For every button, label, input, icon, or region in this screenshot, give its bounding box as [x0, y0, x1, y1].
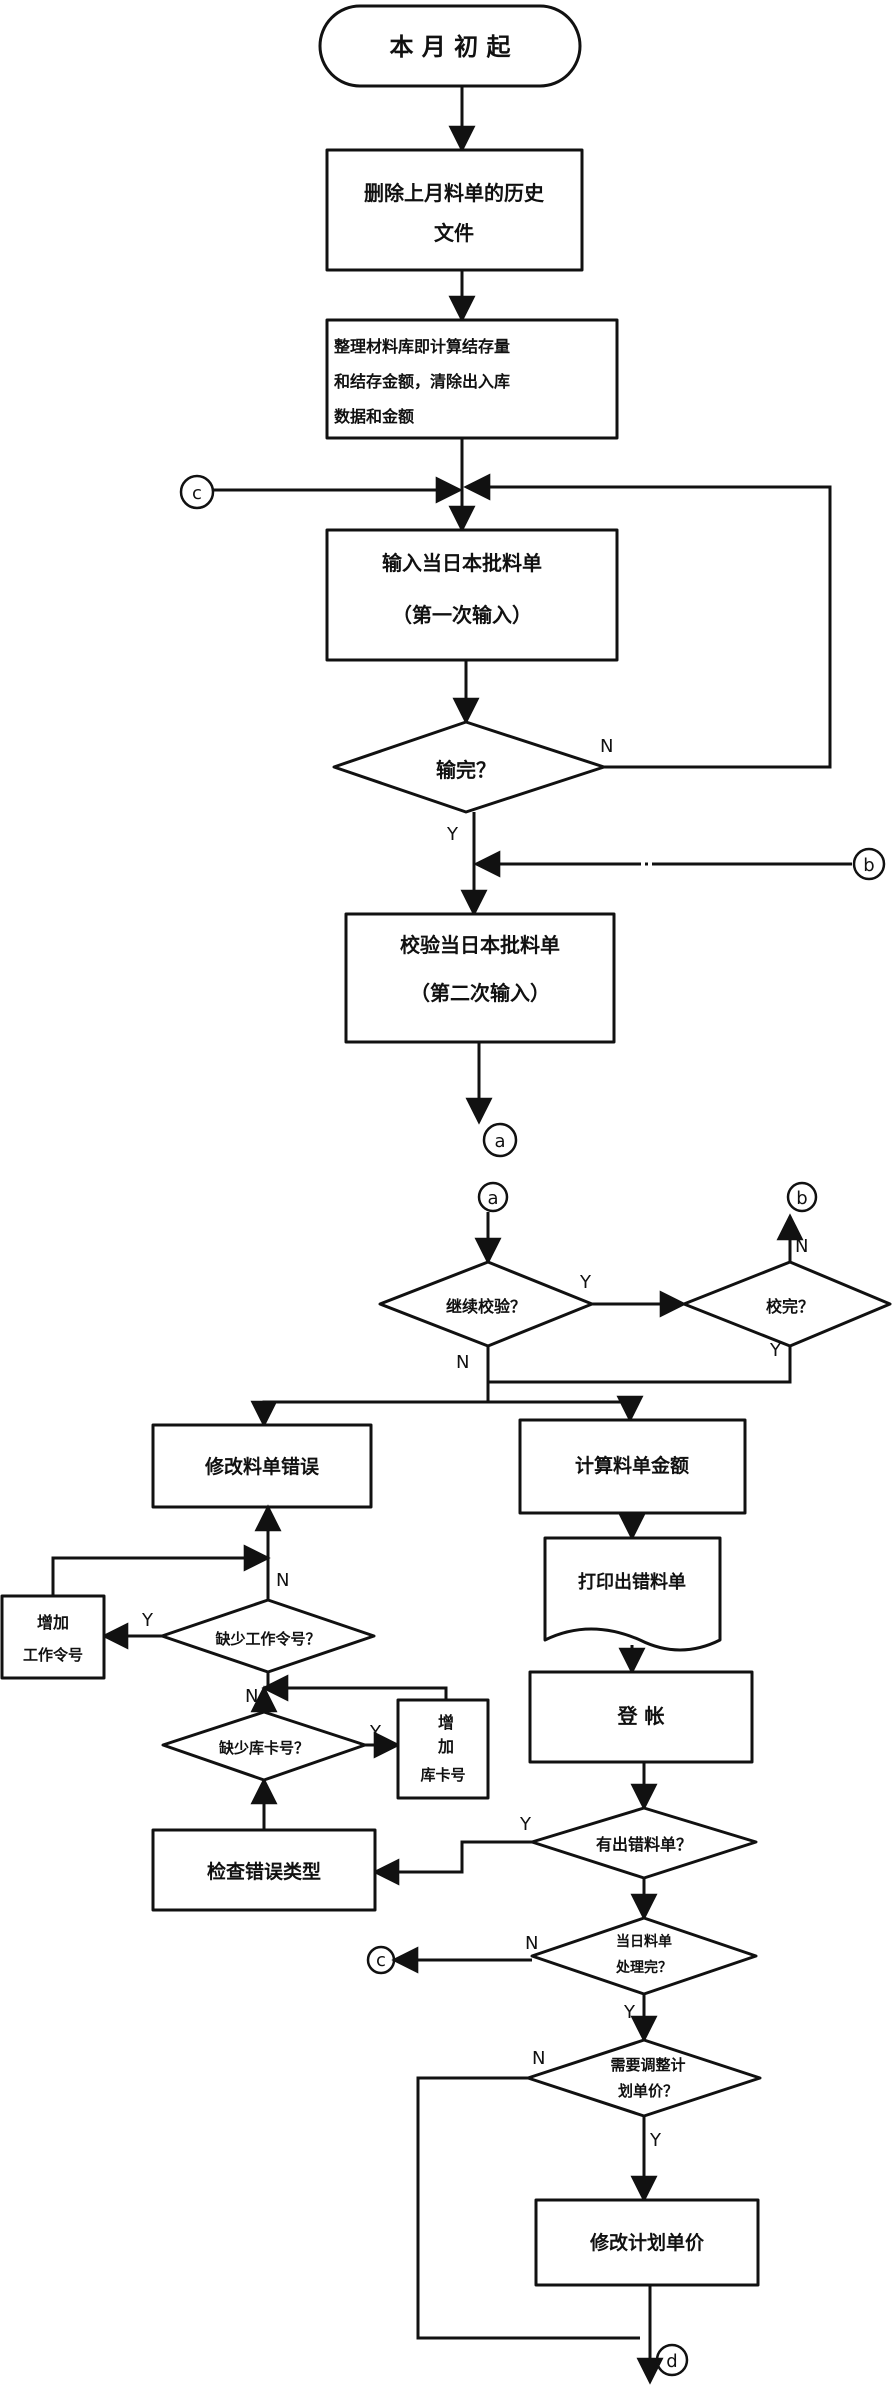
fix-errors-label: 修改料单错误: [204, 1455, 320, 1478]
post-ledger-box: 登 帐: [528, 1670, 754, 1764]
flag-no: N: [600, 736, 613, 757]
modify-price-label: 修改计划单价: [589, 2231, 705, 2254]
input-done-decision: 输完？: [332, 720, 606, 814]
calc-amount-label: 计算料单金额: [575, 1454, 689, 1477]
loop-work-order: [51, 1544, 271, 1596]
connector-d-label: d: [666, 2351, 677, 2372]
day-done-decision: 当日料单 处理完？: [530, 1916, 758, 1996]
merge-line: [488, 1346, 792, 1384]
modify-price-box: 修改计划单价: [534, 2198, 760, 2287]
connector-b-in: b: [852, 847, 886, 881]
skip-modify-line: [416, 2076, 640, 2340]
flag-yes: Y: [369, 1722, 382, 1743]
post-ledger-label: 登 帐: [617, 1704, 665, 1728]
organize-line2: 和结存金额，清除出入库: [334, 372, 510, 391]
verify-second-box: 校验当日本批料单 （第二次输入）: [344, 912, 616, 1044]
connector-c-out-label: c: [376, 1950, 386, 1971]
connector-b-label: b: [863, 855, 874, 876]
flag-yes: Y: [769, 1340, 782, 1361]
verify-done-label: 校完？: [766, 1297, 814, 1316]
input-first-box: 输入当日本批料单 （第一次输入）: [325, 528, 619, 662]
delete-history-line1: 删除上月料单的历史: [364, 181, 545, 205]
connector-c-label: c: [192, 483, 202, 504]
loop-no-input: [463, 473, 832, 769]
connector-b-out-label: b: [796, 1188, 807, 1209]
input-done-label: 输完？: [436, 758, 496, 782]
connector-c-out: c: [366, 1945, 396, 1975]
print-errors-label: 打印出错料单: [578, 1571, 686, 1593]
add-store-card-line3: 库卡号: [420, 1766, 465, 1784]
flag-yes: Y: [519, 1814, 532, 1835]
has-error-label: 有出错料单？: [596, 1835, 692, 1854]
connector-b-out: b: [786, 1181, 818, 1213]
organize-line1: 整理材料库即计算结存量: [333, 337, 510, 356]
add-work-order-line1: 增加: [37, 1613, 69, 1632]
connector-c-in: c: [179, 474, 215, 510]
flag-no: N: [525, 1933, 538, 1954]
flag-no: N: [245, 1686, 258, 1707]
add-work-order-box: 增加 工作令号: [0, 1594, 106, 1680]
connector-d-out: d: [655, 2343, 689, 2377]
flag-no: N: [456, 1352, 469, 1373]
day-done-line1: 当日料单: [616, 1933, 672, 1950]
missing-work-order-label: 缺少工作令号？: [214, 1630, 320, 1648]
loop-store-card: [261, 1674, 448, 1702]
connector-a-in-label: a: [487, 1188, 498, 1209]
check-error-type-box: 检查错误类型: [151, 1828, 377, 1912]
add-work-order-line2: 工作令号: [23, 1646, 83, 1664]
need-adjust-line1: 需要调整计: [610, 2056, 685, 2074]
calc-amount-box: 计算料单金额: [518, 1418, 747, 1515]
delete-history-line2: 文件: [434, 221, 474, 245]
need-adjust-decision: 需要调整计 划单价？: [526, 2038, 762, 2118]
need-adjust-line2: 划单价？: [618, 2082, 678, 2100]
flag-no: N: [795, 1236, 808, 1257]
to-fix-line: [250, 1382, 490, 1428]
organize-store-box: 整理材料库即计算结存量 和结存金额，清除出入库 数据和金额: [325, 318, 619, 440]
connector-a-out: a: [482, 1122, 518, 1158]
day-done-line2: 处理完？: [615, 1959, 672, 1976]
add-store-card-line1: 增: [438, 1713, 454, 1732]
organize-line3: 数据和金额: [334, 407, 414, 426]
missing-work-order-decision: 缺少工作令号？: [160, 1598, 376, 1674]
verify-second-line1: 校验当日本批料单: [400, 933, 560, 957]
input-first-line2: （第一次输入）: [392, 603, 532, 627]
continue-verify-decision: 继续校验？: [378, 1260, 594, 1348]
missing-store-card-label: 缺少库卡号？: [218, 1739, 309, 1757]
check-error-type-label: 检查错误类型: [207, 1860, 321, 1883]
flag-yes: Y: [623, 2002, 636, 2023]
start-label: 本 月 初 起: [389, 32, 511, 61]
delete-history-box: 删除上月料单的历史 文件: [325, 148, 584, 272]
flag-yes: Y: [446, 824, 459, 845]
flag-yes: Y: [649, 2130, 662, 2151]
missing-store-card-decision: 缺少库卡号？: [161, 1710, 367, 1782]
flag-yes: Y: [579, 1272, 592, 1293]
input-first-line1: 输入当日本批料单: [382, 551, 542, 575]
flag-no: N: [532, 2048, 545, 2069]
fix-errors-box: 修改料单错误: [151, 1423, 373, 1509]
has-error-decision: 有出错料单？: [530, 1806, 758, 1880]
start-terminator: 本 月 初 起: [318, 4, 582, 88]
add-store-card-line2: 加: [437, 1737, 454, 1756]
add-store-card-box: 增 加 库卡号: [396, 1698, 490, 1800]
flag-yes: Y: [141, 1610, 154, 1631]
print-errors-document: 打印出错料单: [543, 1536, 722, 1652]
verify-second-line2: （第二次输入）: [410, 981, 550, 1005]
verify-done-decision: 校完？: [682, 1260, 892, 1348]
connector-a-label: a: [494, 1131, 505, 1152]
connector-a-in: a: [477, 1181, 509, 1213]
to-check-line: [372, 1840, 532, 1886]
continue-verify-label: 继续校验？: [446, 1297, 526, 1316]
flag-no: N: [276, 1570, 289, 1591]
